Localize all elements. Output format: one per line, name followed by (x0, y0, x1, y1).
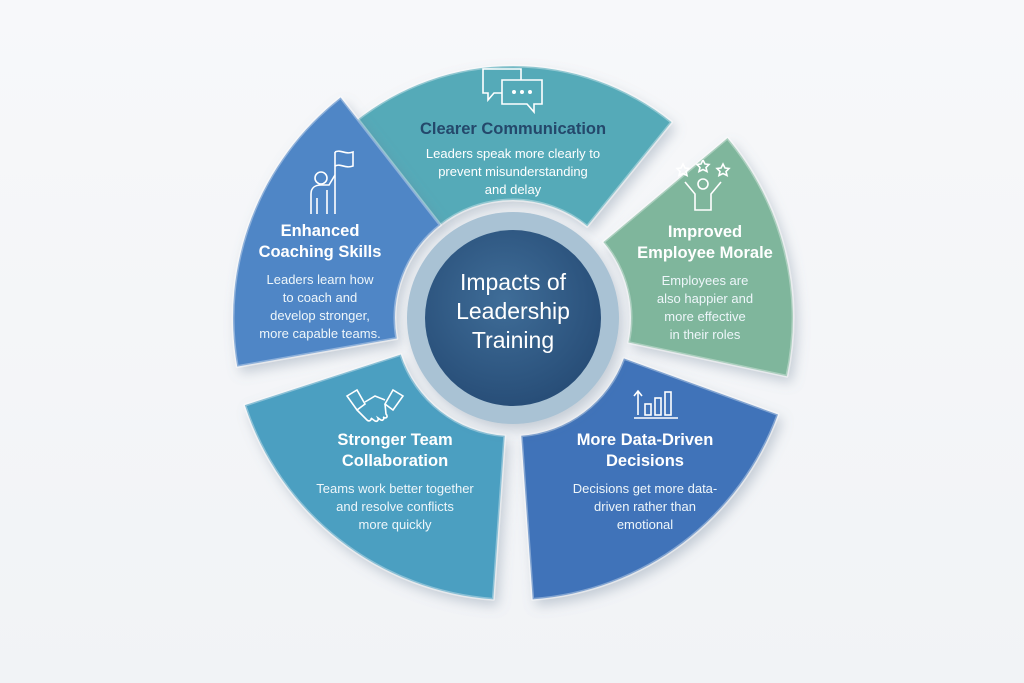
segment-description: Decisions get more data- driven rather t… (535, 480, 755, 534)
description-line: and delay (484, 182, 542, 197)
bar-chart-arrow-icon (633, 389, 678, 419)
title-line: Employee Morale (637, 244, 773, 262)
description-line: Decisions get more data- (572, 481, 718, 496)
segment-communication: Clearer Communication Leaders speak more… (380, 119, 646, 199)
handshake-icon (345, 388, 405, 423)
segment-shape-morale (601, 136, 795, 378)
title-line: Enhanced (280, 222, 360, 240)
description-line: Teams work better together (316, 481, 474, 496)
description-line: Leaders speak more clearly to (425, 146, 601, 161)
segment-description: Employees are also happier and more effe… (625, 272, 785, 344)
segment-shape-data (519, 356, 780, 601)
description-line: driven rather than (594, 499, 696, 514)
segment-shape-communication (352, 64, 674, 228)
description-line: more effective (664, 309, 746, 324)
description-line: and resolve conflicts (336, 499, 454, 514)
cheering-person-stars-icon (675, 160, 731, 211)
title-line: Coaching Skills (258, 243, 382, 261)
description-line: prevent misunderstanding (438, 164, 588, 179)
chat-bubbles-icon (482, 68, 543, 115)
person-flag-icon (310, 150, 354, 214)
center-title-line: Training (471, 327, 555, 353)
center-title: Impacts of Leadership Training (430, 268, 596, 355)
description-line: emotional (616, 517, 674, 532)
center-circle (425, 230, 601, 406)
description-line: also happier and (656, 291, 754, 306)
title-line: Decisions (606, 452, 684, 470)
segment-shape-coaching (231, 95, 442, 369)
description-line: in their roles (669, 327, 741, 342)
segment-shape-collaboration (243, 352, 507, 601)
title-line: Stronger Team (337, 431, 453, 449)
title-line: More Data-Driven (576, 431, 714, 449)
segment-description: Leaders learn how to coach and develop s… (245, 271, 395, 343)
description-line: Employees are (661, 273, 749, 288)
title-line: Improved (667, 223, 743, 241)
description-line: Leaders learn how (266, 272, 374, 287)
description-line: to coach and (282, 290, 358, 305)
description-line: more quickly (358, 517, 432, 532)
title-line: Collaboration (341, 452, 449, 470)
segment-description: Teams work better together and resolve c… (290, 480, 500, 534)
segment-description: Leaders speak more clearly to prevent mi… (380, 145, 646, 199)
description-line: more capable teams. (259, 326, 381, 341)
description-line: develop stronger, (270, 308, 370, 323)
center-title-line: Impacts of (459, 269, 567, 295)
center-title-line: Leadership (456, 298, 570, 324)
segment-title: Clearer Communication (419, 120, 607, 138)
